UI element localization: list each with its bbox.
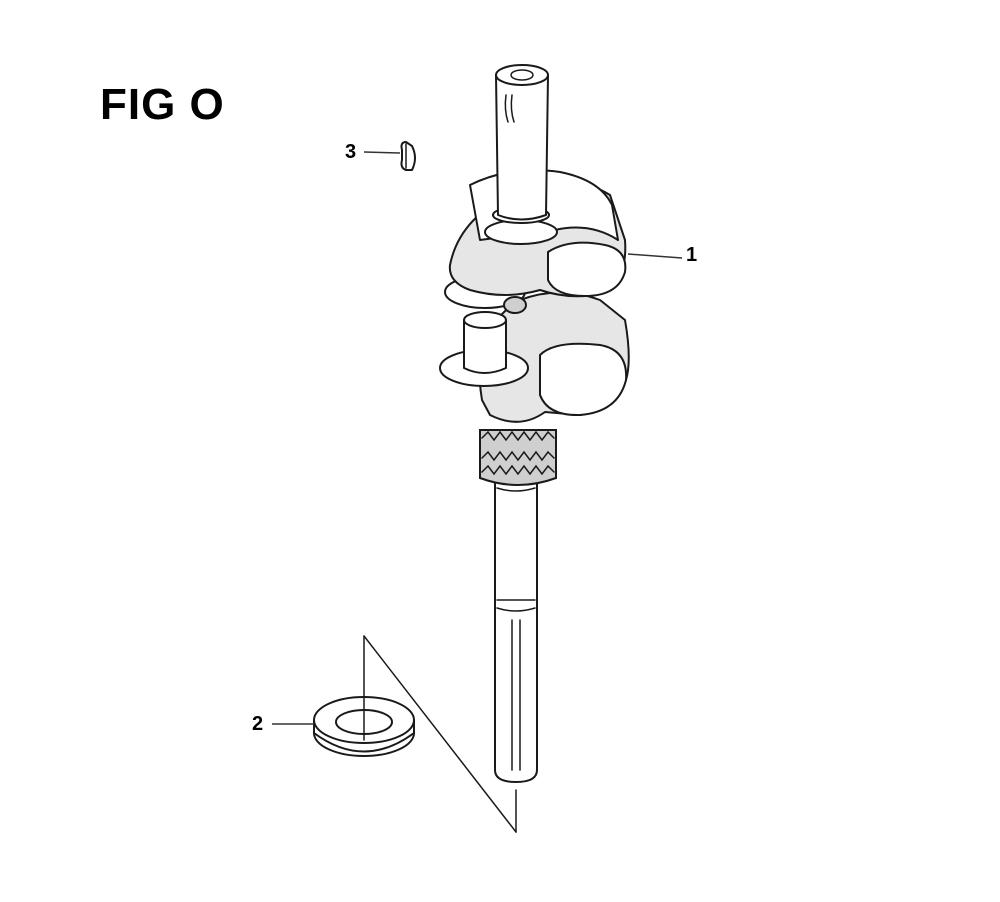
callout-label-2: 2 (252, 713, 264, 735)
crankshaft-main-journal (439, 311, 529, 387)
callout-label-3: 3 (345, 141, 357, 163)
callout-3-leader (363, 151, 401, 154)
crankshaft-lower-web (478, 291, 630, 423)
oil-seal-part (272, 635, 517, 833)
woodruff-key-part (363, 141, 416, 171)
callout-label-1: 1 (686, 244, 698, 266)
figure-title: FIG O (100, 80, 225, 129)
crankshaft-timing-gear (479, 429, 557, 486)
crankshaft-upper-taper (495, 64, 549, 221)
seal-guide-line-right (363, 635, 517, 833)
callout-1-leader (627, 253, 683, 259)
crankshaft-lower-shaft (494, 477, 538, 783)
crankshaft-part (439, 64, 683, 783)
